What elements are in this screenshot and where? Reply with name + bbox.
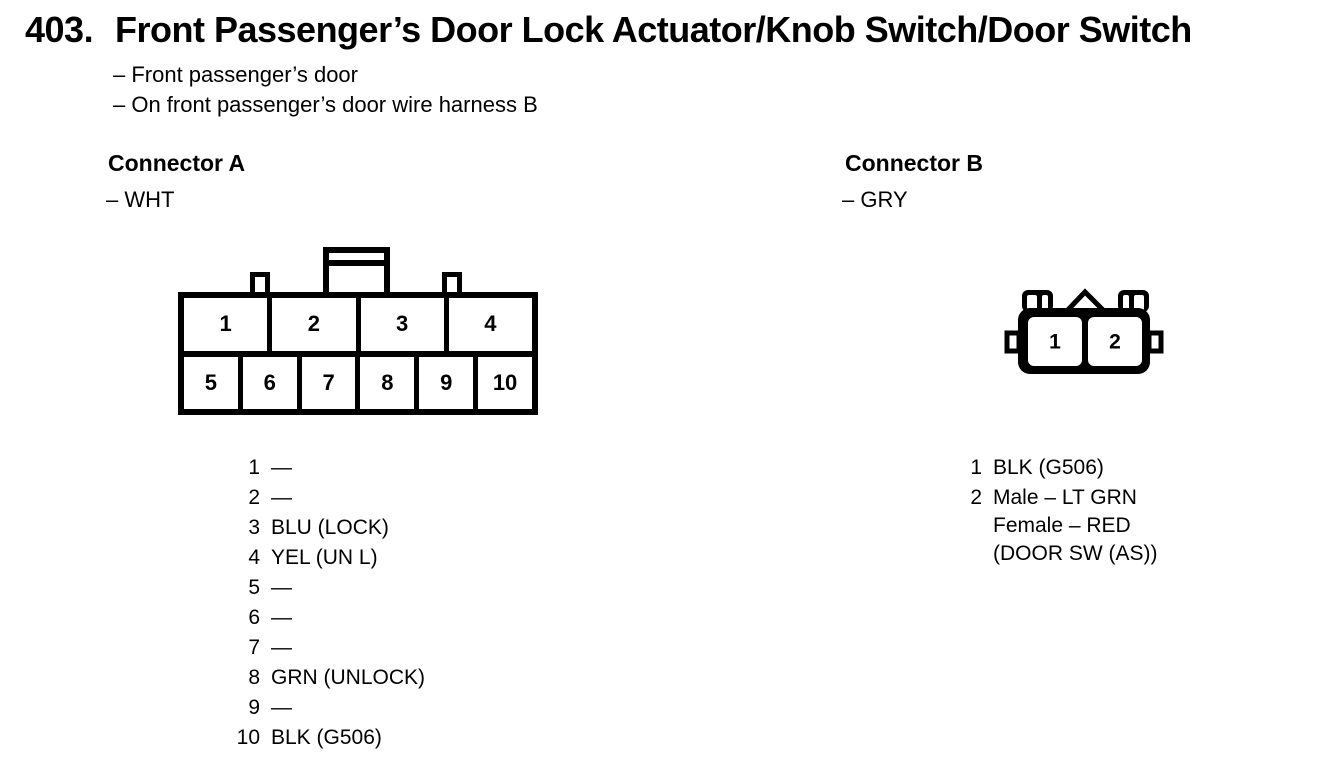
wire-description: Male – LT GRN Female – RED (DOOR SW (AS)…	[993, 484, 1157, 568]
connector-a-cavity: 8	[360, 356, 420, 409]
pin-number: 10	[236, 726, 260, 749]
pinout-row: 1—	[234, 453, 425, 483]
pin-number: 1	[248, 456, 260, 479]
connector-b-diagram: 1 2	[1004, 288, 1164, 374]
pin-number: 2	[248, 486, 260, 509]
wire-description: BLU (LOCK)	[271, 516, 389, 539]
connector-a-cavity: 7	[302, 356, 361, 409]
pinout-row: 7—	[234, 633, 425, 663]
pin-number: 4	[248, 546, 260, 569]
connector-a-cavity: 5	[184, 356, 243, 409]
wire-description: —	[271, 606, 292, 629]
connector-a-small-tab-right	[442, 272, 462, 297]
pin-number: 2	[970, 486, 982, 509]
connector-b-ear-left	[1004, 330, 1022, 354]
wire-description: YEL (UN L)	[271, 546, 378, 569]
location-note: – On front passenger’s door wire harness…	[113, 92, 538, 117]
connector-a-cavity: 4	[484, 311, 497, 337]
connector-b-cavity-number: 1	[1049, 331, 1061, 354]
connector-a-small-tab-left	[250, 272, 270, 297]
section-number: 403.	[25, 9, 94, 50]
connector-a-cavity: 2	[272, 298, 361, 351]
pinout-row: 4 YEL (UN L)	[234, 543, 425, 573]
wire-description: —	[271, 486, 292, 509]
pinout-row: 10 BLK (G506)	[234, 723, 425, 753]
connector-b-top-tab-right	[1118, 290, 1149, 312]
connector-b-cavity-number: 2	[1109, 331, 1121, 354]
wire-description-line: Male – LT GRN	[993, 486, 1137, 509]
connector-a-cavity: 3	[361, 298, 449, 351]
pin-number: 7	[248, 636, 260, 659]
pin-number: 8	[248, 666, 260, 689]
pinout-row: 2 Male – LT GRN Female – RED (DOOR SW (A…	[968, 484, 1157, 568]
connector-a-cavity: 1	[184, 298, 273, 351]
pin-number: 3	[248, 516, 260, 539]
connector-b-color-note: – GRY	[842, 187, 908, 212]
wire-description: BLK (G506)	[271, 726, 382, 749]
pin-number: 9	[248, 696, 260, 719]
wire-description-line: Female – RED	[993, 514, 1131, 537]
connector-a-cavity: 10	[492, 369, 518, 395]
location-note: – Front passenger’s door	[113, 62, 358, 87]
connector-b-ear-right	[1146, 330, 1164, 354]
pinout-row: 8 GRN (UNLOCK)	[234, 663, 425, 693]
connector-b-cavity	[1088, 317, 1142, 366]
connector-a-top-row: 1 2 3 4	[184, 298, 532, 357]
wire-description: —	[271, 456, 292, 479]
pin-number: 1	[970, 456, 982, 479]
wire-description: —	[271, 636, 292, 659]
wire-description: —	[271, 696, 292, 719]
wire-description: —	[271, 576, 292, 599]
connector-b-cavity	[1028, 317, 1082, 366]
connector-b-pinout-list: 1 BLK (G506) 2 Male – LT GRN Female – RE…	[968, 454, 1157, 568]
wire-description-line: (DOOR SW (AS))	[993, 542, 1158, 565]
connector-a-color-note: – WHT	[106, 187, 175, 212]
connector-a-heading: Connector A	[108, 150, 246, 176]
pinout-row: 9—	[234, 693, 425, 723]
pinout-row: 5—	[234, 573, 425, 603]
page-title: Front Passenger’s Door Lock Actuator/Kno…	[115, 9, 1192, 50]
pin-number: 6	[248, 606, 260, 629]
pinout-row: 2—	[234, 483, 425, 513]
connector-a-lock-tab	[323, 247, 390, 297]
location-notes: – Front passenger’s door – On front pass…	[113, 60, 538, 120]
pin-number: 5	[248, 576, 260, 599]
connector-a-cavity: 6	[243, 356, 302, 409]
wire-description: BLK (G506)	[993, 456, 1104, 479]
wire-description: GRN (UNLOCK)	[271, 666, 426, 689]
pinout-row: 6—	[234, 603, 425, 633]
pinout-row: 1 BLK (G506)	[968, 454, 1157, 482]
connector-a-cavity: 9	[419, 356, 479, 409]
connector-a-bottom-row: 5 6 7 8 9 10	[184, 356, 532, 409]
pinout-row: 3 BLU (LOCK)	[234, 513, 425, 543]
connector-b-top-tab-left	[1022, 290, 1053, 312]
lock-tab-bar	[329, 260, 384, 266]
connector-a-body: 1 2 3 4 5 6 7 8 9 10	[178, 292, 538, 415]
connector-b-heading: Connector B	[845, 150, 983, 176]
